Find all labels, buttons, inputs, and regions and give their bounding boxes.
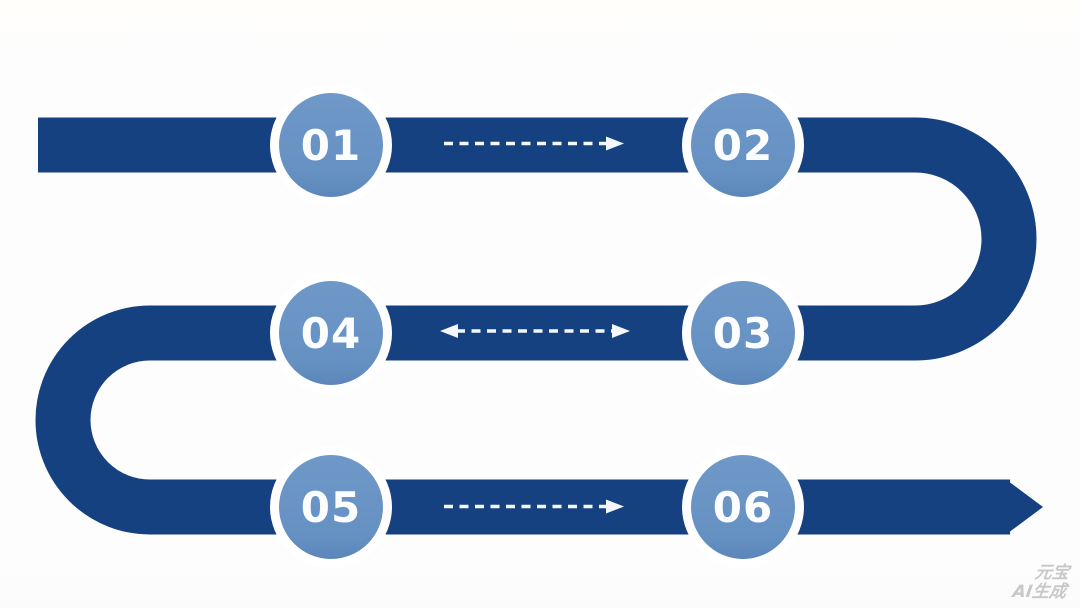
node-02: 02 xyxy=(682,84,804,206)
node-circle xyxy=(279,281,383,385)
node-number: 04 xyxy=(301,309,361,358)
node-04: 04 xyxy=(270,272,392,394)
node-03: 03 xyxy=(682,272,804,394)
node-circle xyxy=(279,455,383,559)
node-number: 01 xyxy=(301,121,361,170)
arrow-right-icon xyxy=(606,499,624,514)
watermark-line2: AI生成 xyxy=(1010,581,1068,602)
node-number: 03 xyxy=(713,309,773,358)
watermark-line1: 元宝 xyxy=(1033,562,1070,583)
node-number: 05 xyxy=(301,483,361,532)
dashed-arrow-01-02 xyxy=(444,136,624,151)
node-number: 02 xyxy=(713,121,773,170)
arrow-right-icon xyxy=(606,136,624,151)
arrow-right-icon xyxy=(612,324,630,338)
node-circle xyxy=(691,455,795,559)
flow-ribbon-path xyxy=(35,117,1037,535)
node-number: 06 xyxy=(713,483,773,532)
dashed-arrow-03-04-double xyxy=(440,324,630,338)
node-01: 01 xyxy=(270,84,392,206)
node-circle xyxy=(691,281,795,385)
arrow-left-icon xyxy=(440,324,458,338)
dashed-arrow-05-06 xyxy=(444,499,624,514)
node-circle xyxy=(279,93,383,197)
node-06: 06 xyxy=(682,446,804,568)
node-circle xyxy=(691,93,795,197)
ai-watermark: 元宝 AI生成 xyxy=(1010,562,1070,602)
flow-ribbon-arrowhead-icon xyxy=(1006,479,1043,535)
node-05: 05 xyxy=(270,446,392,568)
